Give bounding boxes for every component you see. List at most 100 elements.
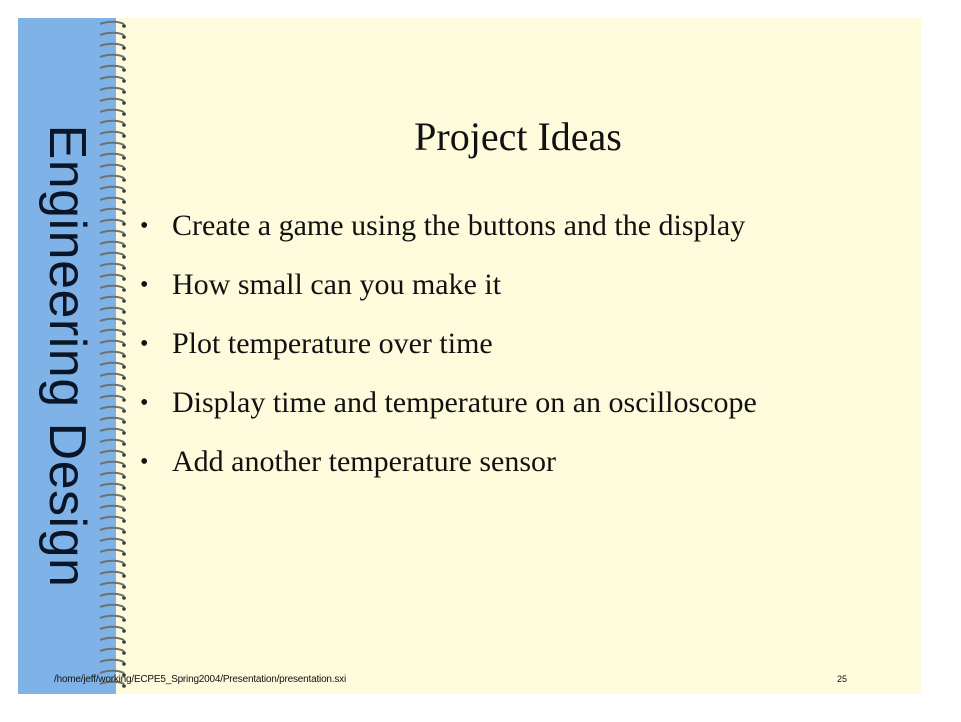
spiral-ring xyxy=(99,306,125,311)
spiral-ring xyxy=(99,251,125,256)
spiral-hole xyxy=(122,299,126,303)
spiral-hole xyxy=(122,46,126,50)
spiral-ring xyxy=(99,350,125,355)
spiral-ring xyxy=(99,548,125,553)
spiral-ring xyxy=(99,372,125,377)
spiral-ring xyxy=(99,75,125,80)
spiral-hole xyxy=(122,123,126,127)
spiral-ring xyxy=(99,196,125,201)
spiral-hole xyxy=(122,211,126,215)
spiral-hole xyxy=(122,178,126,182)
spiral-hole xyxy=(122,563,126,567)
spiral-hole xyxy=(122,145,126,149)
sidebar-band: Engineering Design xyxy=(18,18,116,694)
spiral-hole xyxy=(122,57,126,61)
spiral-ring xyxy=(99,394,125,399)
spiral-hole xyxy=(122,68,126,72)
spiral-ring xyxy=(99,284,125,289)
footer-file-path: /home/jeff/working/ECPE5_Spring2004/Pres… xyxy=(54,674,346,685)
spiral-ring xyxy=(99,669,125,674)
spiral-ring xyxy=(99,383,125,388)
spiral-hole xyxy=(122,519,126,523)
spiral-ring xyxy=(99,119,125,124)
spiral-hole xyxy=(122,156,126,160)
spiral-hole xyxy=(122,376,126,380)
spiral-hole xyxy=(122,475,126,479)
spiral-ring xyxy=(99,218,125,223)
spiral-hole xyxy=(122,398,126,402)
spiral-hole xyxy=(122,420,126,424)
spiral-ring xyxy=(99,482,125,487)
spiral-hole xyxy=(122,134,126,138)
spiral-hole xyxy=(122,497,126,501)
spiral-ring xyxy=(99,317,125,322)
spiral-hole xyxy=(122,431,126,435)
spiral-ring xyxy=(99,262,125,267)
spiral-hole xyxy=(122,321,126,325)
spiral-ring xyxy=(99,680,125,685)
bullet-text: Add another temperature sensor xyxy=(172,445,557,478)
spiral-hole xyxy=(122,618,126,622)
spiral-ring xyxy=(99,361,125,366)
spiral-hole xyxy=(122,651,126,655)
bullet-icon: • xyxy=(140,272,149,298)
spiral-binding-icon xyxy=(99,20,126,688)
page-number: 25 xyxy=(837,674,848,684)
bullet-icon: • xyxy=(140,213,149,239)
spiral-ring xyxy=(99,31,125,36)
spiral-ring xyxy=(99,130,125,135)
spiral-ring xyxy=(99,647,125,652)
spiral-ring xyxy=(99,493,125,498)
spiral-ring xyxy=(99,240,125,245)
spiral-hole xyxy=(122,486,126,490)
spiral-ring xyxy=(99,207,125,212)
spiral-hole xyxy=(122,112,126,116)
spiral-ring xyxy=(99,86,125,91)
bullet-text: How small can you make it xyxy=(172,268,502,301)
spiral-hole xyxy=(122,640,126,644)
spiral-ring xyxy=(99,438,125,443)
spiral-ring xyxy=(99,460,125,465)
spiral-hole xyxy=(122,332,126,336)
spiral-ring xyxy=(99,603,125,608)
spiral-ring xyxy=(99,108,125,113)
spiral-ring xyxy=(99,163,125,168)
bullet-text: Create a game using the buttons and the … xyxy=(172,209,746,242)
spiral-hole xyxy=(122,101,126,105)
spiral-ring xyxy=(99,504,125,509)
spiral-ring xyxy=(99,471,125,476)
spiral-hole xyxy=(122,266,126,270)
spiral-hole xyxy=(122,167,126,171)
spiral-hole xyxy=(122,90,126,94)
bullet-icon: • xyxy=(140,331,149,357)
spiral-ring xyxy=(99,152,125,157)
slide: Engineering Design Project Ideas • Creat… xyxy=(18,18,921,694)
spiral-ring xyxy=(99,449,125,454)
bullet-text: Plot temperature over time xyxy=(172,327,493,360)
spiral-hole xyxy=(122,453,126,457)
spiral-ring xyxy=(99,328,125,333)
spiral-hole xyxy=(122,277,126,281)
spiral-hole xyxy=(122,464,126,468)
spiral-ring xyxy=(99,20,125,25)
spiral-ring xyxy=(99,229,125,234)
spiral-ring xyxy=(99,97,125,102)
spiral-ring xyxy=(99,273,125,278)
spiral-hole xyxy=(122,365,126,369)
bullet-text: Display time and temperature on an oscil… xyxy=(172,386,757,419)
spiral-hole xyxy=(122,409,126,413)
spiral-ring xyxy=(99,416,125,421)
spiral-hole xyxy=(122,530,126,534)
spiral-hole xyxy=(122,585,126,589)
spiral-hole xyxy=(122,673,126,677)
spiral-hole xyxy=(122,222,126,226)
spiral-ring xyxy=(99,636,125,641)
spiral-ring xyxy=(99,295,125,300)
spiral-hole xyxy=(122,200,126,204)
spiral-hole xyxy=(122,387,126,391)
spiral-hole xyxy=(122,662,126,666)
spiral-ring xyxy=(99,537,125,542)
spiral-ring xyxy=(99,53,125,58)
spiral-ring xyxy=(99,427,125,432)
spiral-ring xyxy=(99,592,125,597)
